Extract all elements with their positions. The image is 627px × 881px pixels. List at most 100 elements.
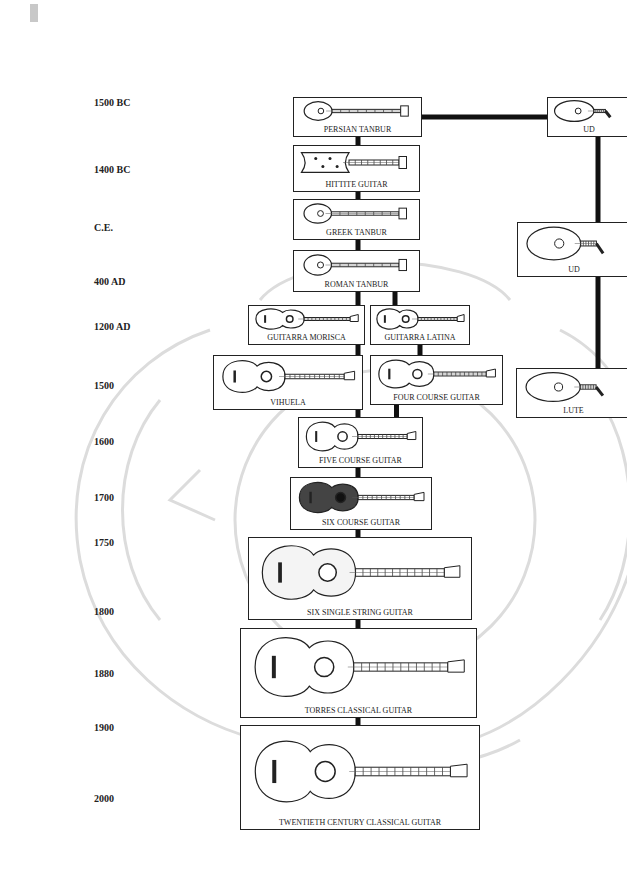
guitar-bridge [388, 369, 390, 380]
lineage-connector [356, 137, 361, 145]
instrument-caption: GUITARRA LATINA [382, 333, 457, 343]
instrument-caption: ROMAN TANBUR [323, 280, 391, 290]
sound-hole [315, 762, 335, 782]
tanbur-head [399, 208, 407, 219]
instrument-picture [241, 629, 476, 705]
instrument-box: SIX SINGLE STRING GUITAR [248, 537, 472, 620]
guitar-bridge [278, 562, 282, 582]
instrument-string [349, 771, 450, 772]
instrument-box: GREEK TANBUR [293, 199, 420, 240]
hittite-head [399, 157, 407, 169]
instrument-caption: GUITARRA MORISCA [265, 333, 348, 343]
instrument-box: ROMAN TANBUR [293, 250, 420, 292]
instrument-string [575, 243, 597, 244]
instrument-picture [548, 98, 627, 124]
lineage-connector [418, 345, 423, 355]
year-label: 1200 AD [94, 321, 130, 332]
tanbur-head [399, 259, 407, 270]
guitar-bridge [264, 315, 266, 323]
guitar-body [223, 361, 285, 393]
guitar-bridge [309, 492, 311, 503]
instrument-picture [371, 306, 469, 332]
year-label: 1500 BC [94, 97, 130, 108]
sound-hole [402, 316, 409, 323]
instrument-box: HITTITE GUITAR [293, 145, 420, 192]
lineage-connector [422, 115, 547, 120]
guitar-body [256, 309, 304, 329]
sound-hole [314, 157, 317, 160]
instrument-caption: FOUR COURSE GUITAR [391, 393, 481, 403]
guitar-body [379, 360, 434, 388]
lineage-connector [356, 192, 361, 199]
instrument-box: TWENTIETH CENTURY CLASSICAL GUITAR [240, 725, 480, 830]
instrument-caption: SIX COURSE GUITAR [320, 518, 402, 528]
guitar-body [255, 741, 355, 802]
instrument-picture [294, 251, 419, 279]
sound-hole [261, 371, 271, 381]
year-label: 1700 [94, 492, 114, 503]
guitar-head [486, 369, 495, 377]
instrument-string [574, 387, 596, 388]
ud-body [527, 227, 581, 260]
instrument-box: FOUR COURSE GUITAR [370, 355, 503, 405]
sound-hole [329, 157, 332, 160]
lineage-connector [596, 137, 601, 222]
sound-hole [319, 564, 336, 581]
sound-hole [336, 493, 346, 503]
guitar-bridge [384, 315, 386, 323]
instrument-box: SIX COURSE GUITAR [290, 477, 432, 530]
hittite-body [302, 153, 350, 173]
instrument-box: UD [517, 222, 627, 277]
instrument-picture [517, 369, 627, 405]
instrument-picture [294, 200, 419, 227]
instrument-caption: FIVE COURSE GUITAR [317, 456, 404, 466]
instrument-caption: PERSIAN TANBUR [322, 125, 393, 135]
instrument-picture [518, 223, 627, 264]
sound-hole [321, 165, 324, 168]
guitar-bridge [315, 431, 317, 442]
sound-hole [315, 657, 334, 676]
ud-pegbox [596, 244, 603, 254]
year-label: 400 AD [94, 276, 125, 287]
emblem-outline [76, 263, 627, 771]
sound-hole [317, 262, 323, 268]
emblem-wing [600, 400, 627, 620]
instrument-string [326, 213, 400, 214]
guitar-head [448, 660, 464, 672]
instrument-caption: UD [581, 125, 597, 135]
instrument-caption: TWENTIETH CENTURY CLASSICAL GUITAR [277, 818, 443, 828]
guitar-head [350, 315, 358, 322]
sound-hole [575, 108, 581, 114]
year-label: 1750 [94, 537, 114, 548]
instrument-string [412, 319, 457, 320]
year-label: 1500 [94, 380, 114, 391]
year-label: C.E. [94, 222, 113, 233]
lineage-connector [356, 530, 361, 537]
instrument-box: LUTE [516, 368, 627, 418]
instrument-caption: HITTITE GUITAR [323, 180, 389, 190]
instrument-caption: UD [566, 265, 582, 275]
guitar-head [407, 431, 416, 439]
instrument-picture [249, 306, 364, 332]
sound-hole [286, 316, 293, 323]
emblem-ring [235, 370, 535, 670]
year-label: 1880 [94, 668, 114, 679]
sound-hole [555, 383, 563, 391]
guitar-bridge [272, 760, 276, 783]
lineage-connector [356, 292, 361, 305]
guitar-head [450, 764, 467, 777]
instrument-string [352, 436, 407, 437]
instrument-string [428, 374, 486, 375]
instrument-box: PERSIAN TANBUR [293, 97, 422, 137]
guitar-body [306, 422, 358, 451]
guitar-body [377, 309, 418, 329]
instrument-box: FIVE COURSE GUITAR [298, 417, 423, 468]
lineage-connector [393, 292, 398, 305]
instrument-string [326, 111, 401, 112]
lineage-connector [394, 405, 399, 417]
sound-hole [413, 369, 422, 378]
instrument-string [348, 667, 448, 668]
instrument-string [352, 497, 414, 498]
instrument-picture [294, 98, 421, 124]
guitar-head [344, 371, 354, 379]
